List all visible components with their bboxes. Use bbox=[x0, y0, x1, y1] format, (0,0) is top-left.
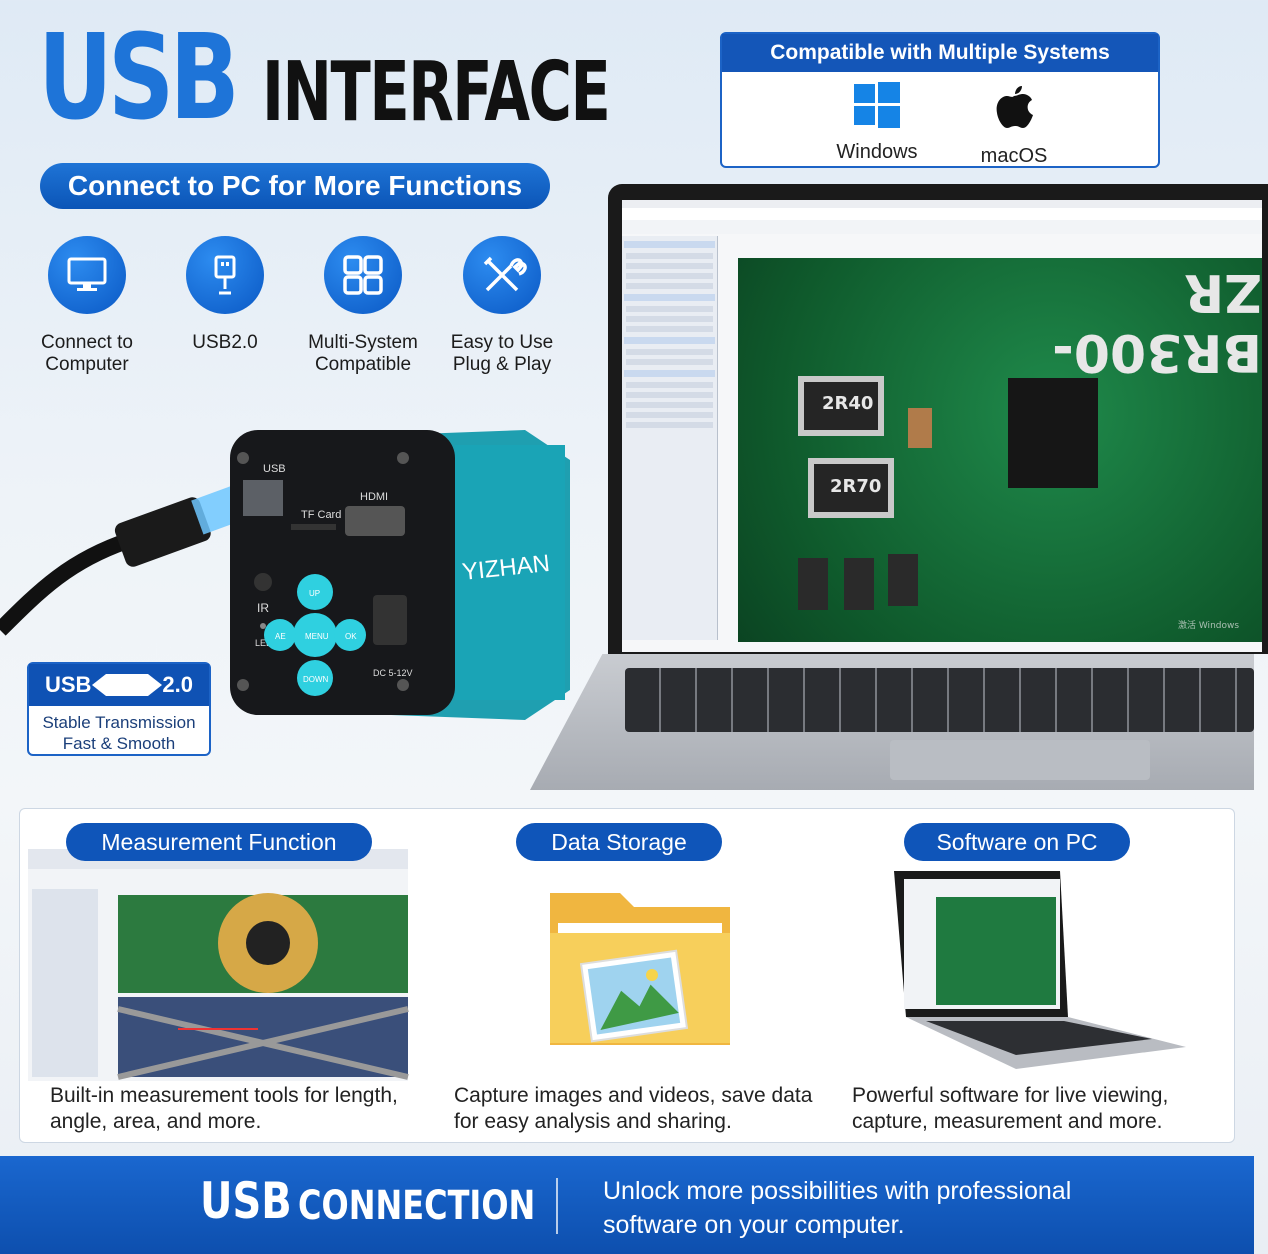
camera-led-label: LED bbox=[255, 638, 273, 648]
badge-version: 2.0 bbox=[162, 672, 193, 697]
laptop-software-image bbox=[894, 871, 1186, 1069]
card-description: Built-in measurement tools for length, a… bbox=[50, 1084, 398, 1133]
double-arrow-icon bbox=[91, 674, 162, 696]
camera-menu-button: MENU bbox=[305, 632, 329, 641]
feature-label: Easy to Use Plug & Play bbox=[450, 332, 554, 375]
folder-image-icon bbox=[550, 893, 730, 1045]
card-title: Measurement Function bbox=[66, 823, 372, 861]
microscope-camera: USB TF Card HDMI YIZHAN IR LED MENU UP D… bbox=[230, 430, 570, 720]
usb-cable bbox=[0, 485, 245, 636]
badge-line2: Fast & Smooth bbox=[62, 734, 176, 753]
touchpad bbox=[890, 740, 1150, 780]
keyboard bbox=[625, 668, 1254, 732]
card-software: Software on PC Powerful software for liv… bbox=[828, 809, 1226, 1142]
camera-dc-label: DC 5-12V bbox=[373, 668, 413, 678]
feature-usb2: USB2.0 bbox=[156, 236, 294, 354]
card-title: Software on PC bbox=[904, 823, 1130, 861]
control-panel bbox=[622, 236, 718, 640]
camera-usb-label: USB bbox=[263, 463, 286, 475]
measurement-screenshot bbox=[28, 849, 409, 1081]
card-description: Powerful software for live viewing, capt… bbox=[852, 1084, 1169, 1133]
card-measurement: Measurement Function Built-in measuremen… bbox=[20, 809, 418, 1142]
footer-line2: software on your computer. bbox=[603, 1211, 905, 1239]
pcb-marking: BR300-ZR bbox=[1052, 262, 1262, 382]
software-screen: BR300-ZR 2R40 2R70 激活 Windows bbox=[622, 200, 1262, 652]
feature-multi-system: Multi-System Compatible bbox=[294, 236, 432, 376]
card-title: Data Storage bbox=[516, 823, 722, 861]
footer-tagline: Unlock more possibilities with professio… bbox=[603, 1174, 1071, 1242]
camera-ae-button: AE bbox=[275, 632, 286, 641]
feature-plug-play: Easy to Use Plug & Play bbox=[433, 236, 571, 376]
feature-connect-computer: Connect to Computer bbox=[18, 236, 156, 376]
usb-icon bbox=[186, 236, 264, 314]
camera-ir-label: IR bbox=[257, 601, 269, 615]
hero-subtitle: Connect to PC for More Functions bbox=[40, 163, 550, 209]
os-windows-label: Windows bbox=[836, 141, 918, 163]
resistor-2r70: 2R70 bbox=[830, 476, 882, 497]
os-watermark: 激活 Windows bbox=[1178, 621, 1240, 631]
tools-icon bbox=[463, 236, 541, 314]
camera-hdmi-label: HDMI bbox=[360, 491, 388, 503]
os-macos-label: macOS bbox=[980, 145, 1048, 167]
footer-line1: Unlock more possibilities with professio… bbox=[603, 1177, 1072, 1205]
camera-ok-button: OK bbox=[345, 632, 357, 641]
pcb-live-view: BR300-ZR 2R40 2R70 激活 Windows bbox=[738, 258, 1262, 642]
feature-cards: Measurement Function Built-in measuremen… bbox=[19, 808, 1235, 1143]
hero-title-interface: INTERFACE bbox=[262, 45, 611, 140]
card-data-storage: Data Storage Capture images and videos, … bbox=[430, 809, 828, 1142]
windows-logo-icon bbox=[854, 82, 900, 128]
camera-down-button: DOWN bbox=[303, 675, 329, 684]
card-description: Capture images and videos, save data for… bbox=[454, 1084, 813, 1133]
laptop: BR300-ZR 2R40 2R70 激活 Windows bbox=[530, 180, 1268, 790]
badge-usb: USB bbox=[45, 672, 92, 697]
feature-label: Connect to Computer bbox=[41, 332, 133, 375]
compatibility-header: Compatible with Multiple Systems bbox=[722, 34, 1158, 72]
camera-up-button: UP bbox=[309, 589, 320, 598]
feature-label: USB2.0 bbox=[192, 332, 258, 353]
compatibility-box: Compatible with Multiple Systems Windows… bbox=[720, 32, 1160, 168]
feature-label: Multi-System Compatible bbox=[308, 332, 418, 375]
footer-connection: CONNECTION bbox=[298, 1183, 536, 1229]
badge-line1: Stable Transmission bbox=[42, 713, 196, 732]
camera-tf-label: TF Card bbox=[301, 509, 341, 521]
hero-title-usb: USB bbox=[38, 8, 240, 146]
footer-banner: USB CONNECTION Unlock more possibilities… bbox=[0, 1156, 1254, 1254]
grid-icon bbox=[324, 236, 402, 314]
resistor-2r40: 2R40 bbox=[822, 393, 874, 414]
usb2-badge: USB 2.0 Stable Transmission Fast & Smoot… bbox=[27, 662, 211, 756]
os-macos: macOS bbox=[954, 82, 1074, 168]
footer-usb: USB bbox=[200, 1172, 292, 1230]
os-windows: Windows bbox=[817, 82, 937, 164]
footer-divider bbox=[556, 1178, 558, 1234]
monitor-icon bbox=[48, 236, 126, 314]
apple-logo-icon bbox=[996, 86, 1033, 128]
